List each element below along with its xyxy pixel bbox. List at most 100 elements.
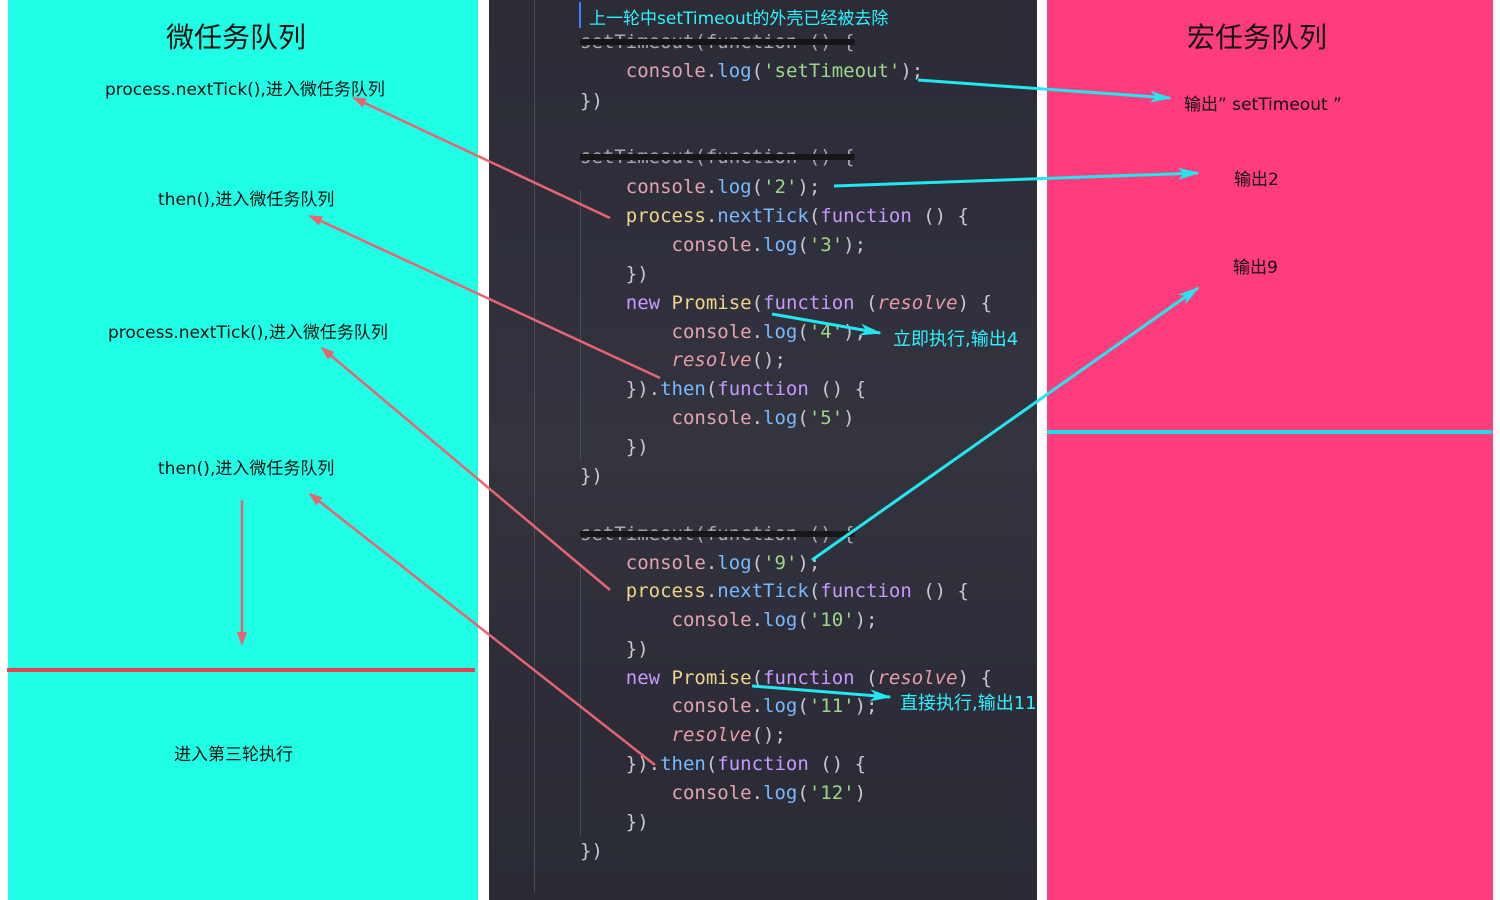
code-line: })	[580, 808, 649, 837]
code-token: () {	[808, 753, 867, 775]
code-token: function	[717, 378, 809, 400]
code-token: })	[580, 840, 603, 862]
macrotask-output-3: 输出9	[1233, 258, 1278, 278]
code-token: .	[705, 60, 718, 82]
code-token: ) {	[957, 292, 992, 314]
code-line: console.log('2');	[580, 173, 821, 202]
code-line: console.log('4');	[580, 318, 867, 347]
code-token: .	[751, 695, 764, 717]
code-token: (	[854, 667, 878, 689]
code-token: (	[808, 580, 821, 602]
code-token: process	[625, 205, 706, 227]
code-line: }).then(function () {	[580, 375, 866, 404]
macrotask-divider-line	[1047, 430, 1492, 434]
code-token: '12'	[808, 782, 855, 804]
code-token: (	[751, 176, 764, 198]
code-token: )	[854, 782, 867, 804]
annotation-output-11: 直接执行,输出11	[900, 693, 1037, 714]
code-line: })	[580, 260, 649, 289]
code-token: })	[580, 465, 603, 487]
code-line: resolve();	[580, 346, 786, 375]
code-token: setTimeout(function () {	[580, 146, 855, 168]
code-token: .	[705, 176, 718, 198]
code-token: log	[763, 407, 798, 429]
code-token: log	[763, 321, 798, 343]
code-token: (	[797, 321, 809, 343]
code-token: then	[660, 378, 706, 400]
code-line: console.log('12')	[580, 779, 867, 808]
code-token: (	[751, 667, 764, 689]
code-token: .	[705, 552, 718, 574]
code-token: function	[820, 580, 912, 602]
annotation-output-4: 立即执行,输出4	[893, 329, 1019, 350]
code-token: (	[751, 292, 764, 314]
code-token: '10'	[808, 609, 855, 631]
code-token: (	[751, 60, 764, 82]
code-token: log	[717, 552, 752, 574]
code-token: console	[671, 695, 752, 717]
code-token: ();	[751, 349, 786, 371]
code-token: ) {	[957, 667, 992, 689]
code-token: nextTick	[717, 205, 809, 227]
round-divider-line	[7, 668, 475, 672]
arrow-nexttick-2	[320, 346, 611, 591]
code-token: );	[854, 609, 878, 631]
code-line: setTimeout(function () {	[580, 520, 855, 549]
code-token: console	[671, 234, 752, 256]
code-token: function	[820, 205, 912, 227]
code-token: })	[580, 90, 603, 112]
macrotask-output-2: 输出2	[1234, 170, 1279, 190]
code-token: console	[671, 609, 752, 631]
code-token: .	[751, 321, 764, 343]
code-token: resolve	[877, 667, 958, 689]
arrow-output-9	[811, 286, 1200, 562]
code-token: console	[671, 407, 752, 429]
arrow-output-4	[771, 312, 882, 336]
code-line: setTimeout(function () {	[580, 28, 855, 57]
macrotask-queue-title: 宏任务队列	[1187, 21, 1328, 54]
code-token: console	[625, 176, 706, 198]
header-note-bar	[579, 2, 581, 28]
code-token: '11'	[808, 695, 855, 717]
arrow-output-2	[833, 167, 1200, 188]
code-token: log	[763, 782, 798, 804]
code-token: }).	[580, 378, 661, 400]
code-token: log	[763, 695, 798, 717]
code-token: resolve	[671, 349, 752, 371]
code-token: })	[580, 638, 649, 660]
indent-guide-block-1	[580, 190, 581, 460]
code-token: () {	[911, 580, 969, 602]
arrow-then-2	[308, 492, 656, 766]
code-token: })	[580, 436, 649, 458]
code-line: console.log('10');	[580, 606, 878, 635]
microtask-note-2: then(),进入微任务队列	[158, 190, 335, 210]
code-line: })	[580, 837, 603, 866]
code-line: new Promise(function (resolve) {	[580, 289, 992, 318]
code-line: console.log('9');	[580, 549, 821, 578]
code-token: Promise	[671, 292, 752, 314]
header-note: 上一轮中setTimeout的外壳已经被去除	[589, 9, 889, 29]
code-token: console	[671, 782, 752, 804]
microtask-note-4: then(),进入微任务队列	[158, 459, 335, 479]
code-token: (	[797, 609, 809, 631]
code-token: then	[660, 753, 706, 775]
code-line: })	[580, 635, 649, 664]
indent-guide-block-2	[580, 566, 581, 836]
code-token: resolve	[877, 292, 958, 314]
microtask-note-1: process.nextTick(),进入微任务队列	[105, 80, 385, 100]
microtask-queue-panel	[8, 0, 478, 900]
macrotask-queue-panel	[1047, 0, 1493, 900]
code-token: log	[717, 60, 752, 82]
code-token: 'setTimeout'	[763, 60, 901, 82]
code-token: (	[797, 695, 809, 717]
code-token: new	[625, 292, 661, 314]
macrotask-output-1: 输出” setTimeout ”	[1184, 95, 1342, 115]
code-line: process.nextTick(function () {	[580, 202, 969, 231]
code-token: '9'	[763, 552, 798, 574]
code-token: '5'	[808, 407, 844, 429]
code-token: setTimeout(function () {	[580, 31, 855, 53]
code-token: );	[900, 60, 924, 82]
code-token: ();	[751, 724, 786, 746]
code-token: nextTick	[717, 580, 809, 602]
